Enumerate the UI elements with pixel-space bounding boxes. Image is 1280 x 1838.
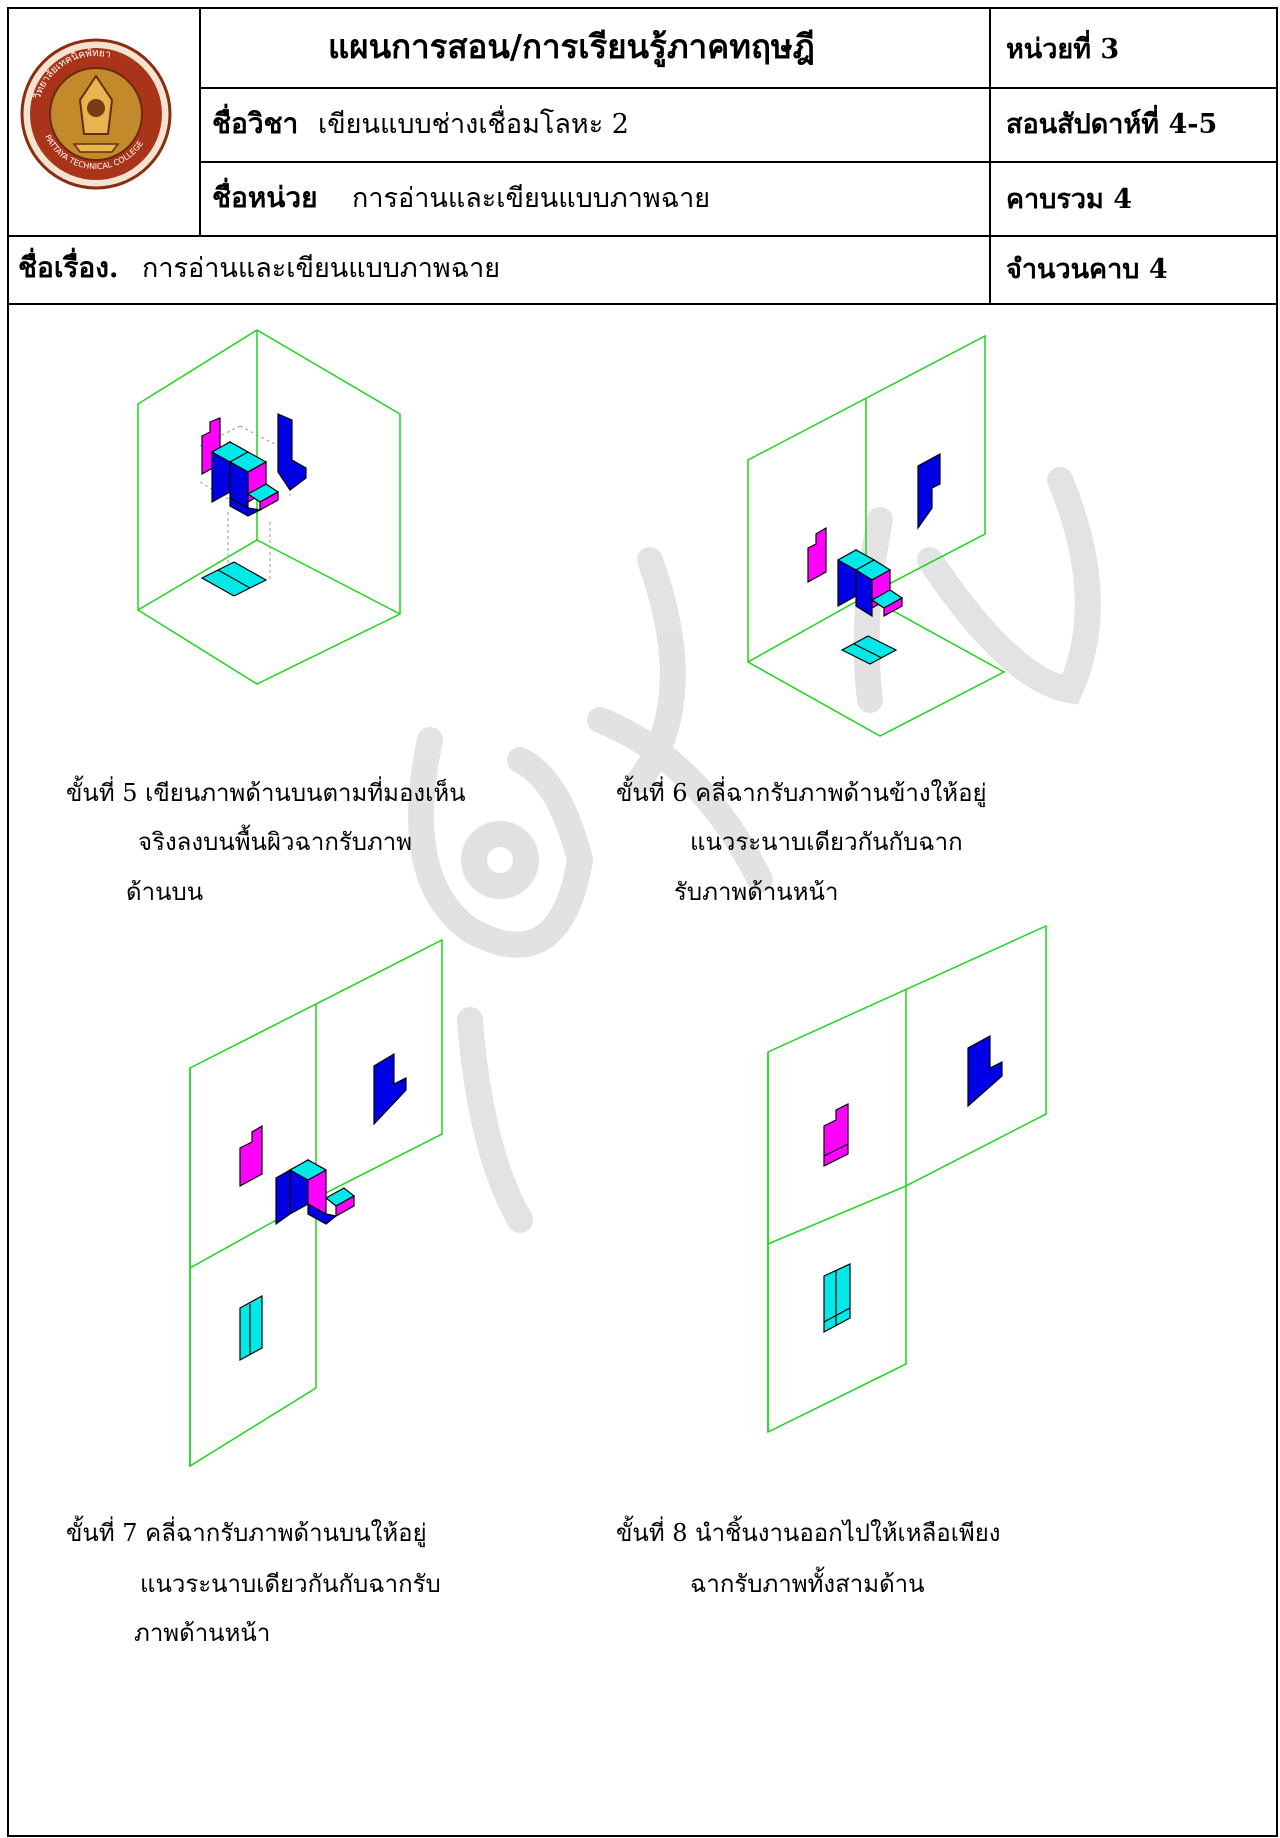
topic-label: ชื่อเรื่อง.	[18, 251, 119, 284]
step-6-line-1: ขั้นที่ 6 คลี่ฉากรับภาพด้านข้างให้อยู่	[616, 779, 987, 807]
page-title: แผนการสอน/การเรียนรู้ภาคทฤษฎี	[328, 27, 815, 66]
step-7-line-2: แนวระนาบเดียวกันกับฉากรับ	[140, 1570, 441, 1598]
step-5-line-1: ขั้นที่ 5 เขียนภาพด้านบนตามที่มองเห็น	[66, 779, 466, 807]
subject-label: ชื่อวิชา	[212, 107, 299, 140]
step-7-line-3: ภาพด้านหน้า	[134, 1619, 271, 1647]
teaching-week: สอนสัปดาห์ที่ 4-5	[1006, 109, 1218, 140]
step-8-line-2: ฉากรับภาพทั้งสามด้าน	[690, 1570, 925, 1598]
top-view-projection	[840, 635, 898, 665]
workpiece-3d	[836, 548, 904, 618]
side-view-projection	[967, 1034, 1003, 1108]
period-count: จำนวนคาบ 4	[1006, 254, 1168, 285]
side-view-projection	[917, 452, 941, 530]
side-view-projection	[373, 1052, 407, 1126]
figure-step-6	[747, 334, 1006, 737]
front-view-projection	[823, 1103, 849, 1167]
projection-box	[747, 334, 1006, 737]
step-6-line-3: รับภาพด้านหน้า	[674, 878, 839, 906]
figure-step-8	[767, 924, 1047, 1434]
figure-step-5	[137, 329, 401, 685]
workpiece-3d	[210, 440, 280, 517]
step-7-line-1: ขั้นที่ 7 คลี่ฉากรับภาพด้านบนให้อยู่	[66, 1519, 427, 1547]
topic-value: การอ่านและเขียนแบบภาพฉาย	[142, 253, 501, 284]
step-5-line-3: ด้านบน	[126, 878, 204, 906]
college-logo: วิทยาลัยเทคนิคพัทยา PATTAYA TECHNICAL CO…	[20, 38, 172, 190]
projection-box	[137, 329, 401, 685]
front-view-projection	[239, 1124, 263, 1188]
step-8-line-1: ขั้นที่ 8 นำชิ้นงานออกไปให้เหลือเพียง	[616, 1519, 1001, 1547]
total-periods: คาบรวม 4	[1006, 184, 1133, 215]
projection-box	[767, 924, 1047, 1434]
unit-label: ชื่อหน่วย	[212, 181, 318, 214]
workpiece-3d	[275, 1158, 356, 1226]
top-view-projection	[239, 1294, 263, 1362]
figure-step-7	[189, 938, 443, 1468]
subject-value: เขียนแบบช่างเชื่อมโลหะ 2	[318, 109, 629, 140]
unit-value: การอ่านและเขียนแบบภาพฉาย	[352, 183, 711, 214]
top-view-projection	[823, 1263, 851, 1334]
unit-number: หน่วยที่ 3	[1006, 34, 1120, 65]
step-6-line-2: แนวระนาบเดียวกันกับฉาก	[690, 828, 963, 856]
step-5-line-2: จริงลงบนพื้นผิวฉากรับภาพ	[138, 828, 413, 856]
front-view-projection	[807, 526, 827, 584]
side-view-projection	[277, 413, 307, 491]
